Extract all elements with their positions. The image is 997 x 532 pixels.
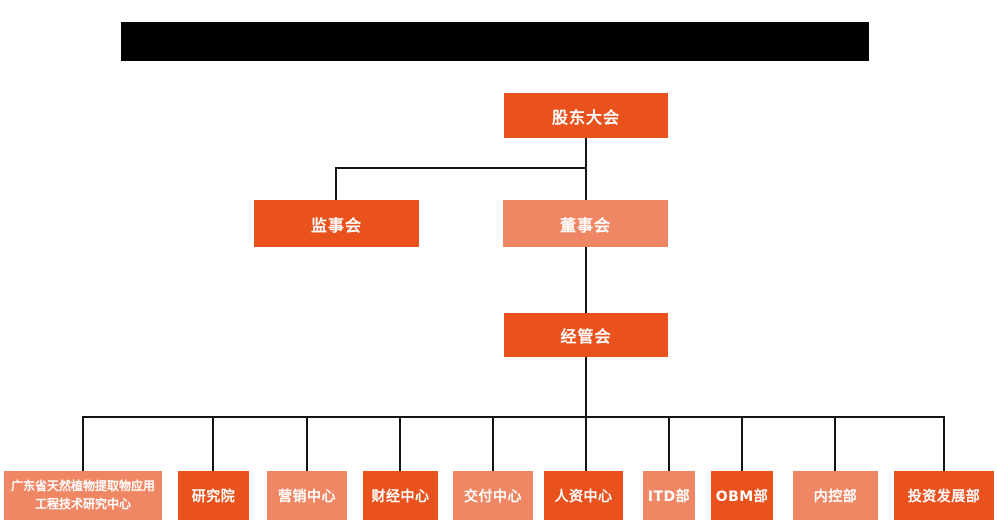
org-node-label: 投资发展部 [907, 488, 981, 505]
org-node-marketing-center: 营销中心 [267, 471, 347, 520]
connector-distribution-bar [82, 416, 945, 418]
org-node-label: ITD部 [647, 488, 691, 505]
redacted-title-bar [121, 22, 869, 61]
org-node-shareholders-meeting: 股东大会 [504, 93, 668, 138]
org-node-label: 广东省天然植物提取物应用工程技术研究中心 [11, 479, 156, 511]
org-node-label: 人资中心 [554, 488, 613, 505]
org-node-label: 营销中心 [278, 488, 336, 505]
org-node-label: 董事会 [559, 215, 611, 235]
connector-drop-gd-research-center [82, 416, 84, 471]
org-node-label: 研究院 [191, 488, 236, 505]
connector-branch-supervisory [335, 167, 587, 169]
org-node-obm-department: OBM部 [711, 471, 773, 520]
org-node-research-institute: 研究院 [178, 471, 249, 520]
org-node-supervisory-board: 监事会 [254, 200, 419, 247]
connector-drop-finance-center [399, 416, 401, 471]
connector-shareholders-to-board [585, 138, 587, 200]
connector-drop-research-institute [212, 416, 214, 471]
org-node-internal-control-department: 内控部 [793, 471, 878, 520]
org-node-label: 股东大会 [551, 107, 620, 127]
connector-drop-marketing-center [306, 416, 308, 471]
org-node-delivery-center: 交付中心 [453, 471, 533, 520]
org-node-label: 交付中心 [464, 488, 522, 505]
org-node-management-committee: 经管会 [504, 313, 668, 357]
connector-drop-obm-department [741, 416, 743, 471]
org-node-investment-development-department: 投资发展部 [894, 471, 994, 520]
connector-management-to-branch [585, 357, 587, 417]
connector-drop-itd-department [668, 416, 670, 471]
org-node-itd-department: ITD部 [643, 471, 695, 520]
org-node-gd-research-center: 广东省天然植物提取物应用工程技术研究中心 [4, 471, 162, 520]
connector-drop-supervisory [335, 167, 337, 200]
org-node-label: 监事会 [310, 215, 362, 235]
org-node-label: OBM部 [715, 488, 769, 505]
org-node-finance-center: 财经中心 [363, 471, 438, 520]
org-node-label: 经管会 [560, 327, 612, 346]
org-node-board-of-directors: 董事会 [503, 200, 668, 247]
connector-drop-hr-center [585, 416, 587, 471]
org-node-hr-center: 人资中心 [544, 471, 623, 520]
org-node-label: 财经中心 [371, 488, 430, 505]
connector-board-to-management [585, 247, 587, 313]
connector-drop-investment-development [943, 416, 945, 471]
org-node-label: 内控部 [813, 488, 858, 505]
connector-drop-delivery-center [492, 416, 494, 471]
connector-drop-internal-control [834, 416, 836, 471]
